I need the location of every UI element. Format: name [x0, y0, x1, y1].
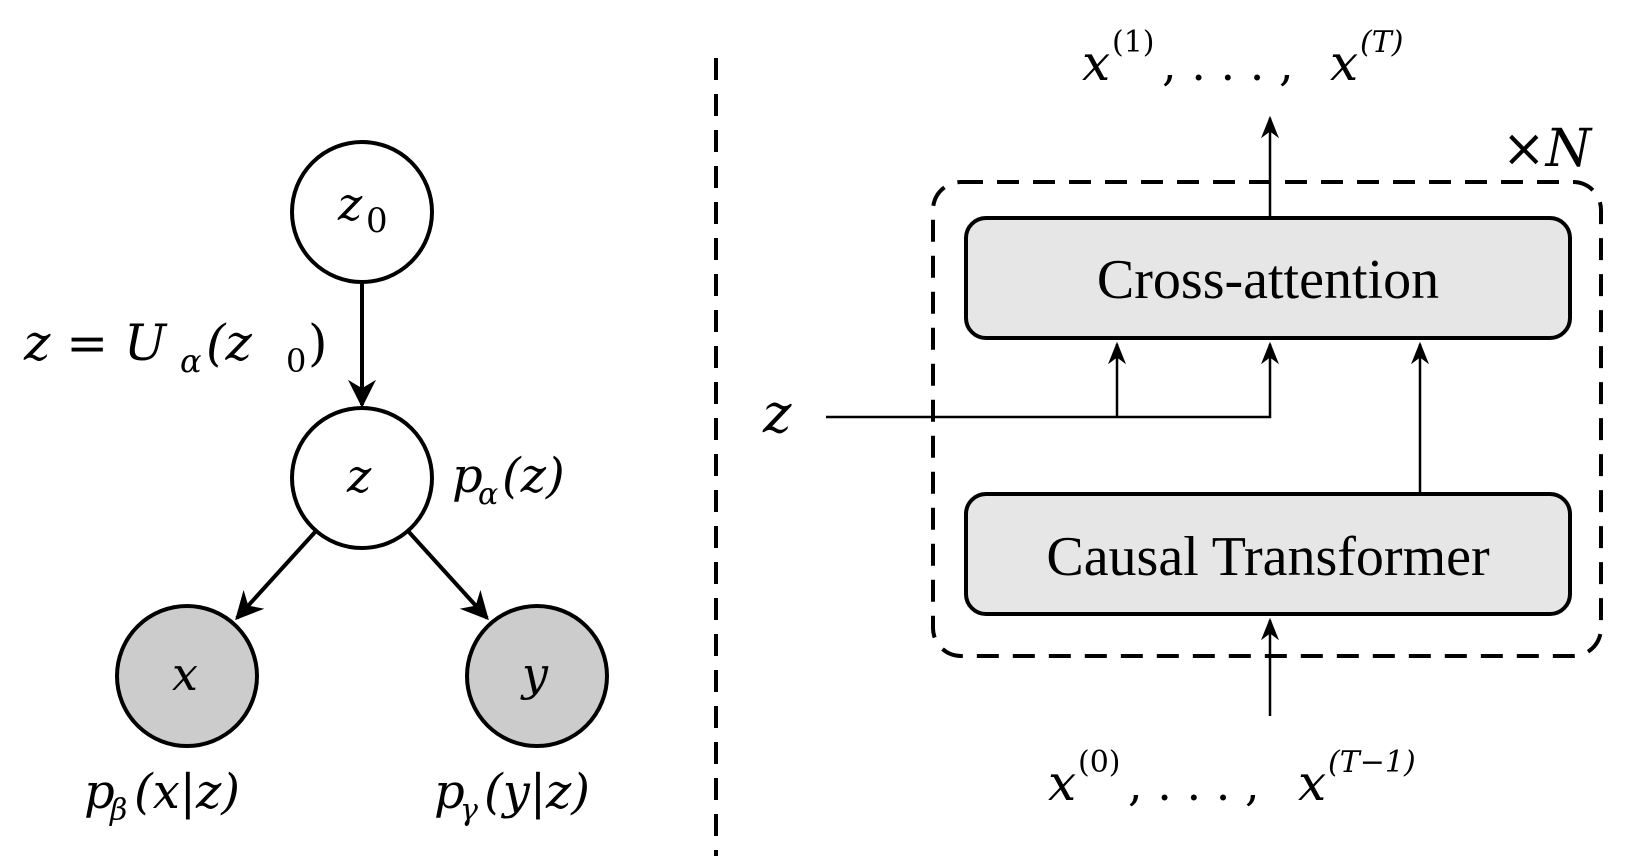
node-x: x [115, 604, 259, 748]
edge-z-to-y [406, 529, 489, 621]
edge-z-to-x [235, 529, 318, 621]
prior-label-sub: α [478, 477, 498, 512]
y-label-p: p [434, 764, 465, 820]
x-label-arg: (x|z) [134, 764, 240, 820]
repeat-label: ×N [1502, 119, 1593, 179]
x-likelihood-label: p β (x|z) [84, 764, 240, 828]
y-label-arg: (y|z) [484, 764, 590, 820]
input-supT: (T−1) [1328, 745, 1416, 780]
output-sequence-label: x (1) , . . . , x (T) [1082, 25, 1403, 92]
edge-label-sub: α [180, 342, 202, 380]
output-sup1: (1) [1112, 25, 1155, 60]
input-sup0: (0) [1078, 745, 1121, 780]
node-z: z [290, 406, 434, 550]
repeat-block [931, 180, 1603, 658]
prior-label-p: p [452, 448, 483, 504]
node-y-label: y [520, 647, 549, 701]
node-y: y [465, 604, 609, 748]
output-xT: x [1330, 34, 1358, 92]
output-dots: , . . . , [1162, 37, 1294, 91]
y-likelihood-label: p γ (y|z) [434, 764, 590, 828]
y-label-sub: γ [460, 793, 478, 828]
input-sequence-label: x (0) , . . . , x (T−1) [1048, 745, 1416, 812]
z-input-label: z [762, 382, 792, 445]
model-architecture: x (1) , . . . , x (T) ×N Cross-attention… [762, 25, 1603, 812]
edge-label-lhs: z = U [23, 314, 168, 372]
node-z-label: z [346, 449, 372, 503]
cross-attention-label: Cross-attention [1097, 249, 1439, 311]
node-z0: z 0 [290, 140, 434, 284]
x-label-p: p [84, 764, 115, 820]
node-x-label: x [172, 647, 198, 701]
input-dots: , . . . , [1128, 757, 1260, 811]
prior-label-arg: (z) [502, 448, 565, 504]
x-label-sub: β [109, 793, 127, 828]
output-supT: (T) [1360, 25, 1403, 60]
cross-attention-block: Cross-attention [964, 216, 1572, 340]
causal-transformer-label: Causal Transformer [1046, 526, 1490, 588]
edge-label-args: (z [206, 314, 253, 372]
node-z0-label: z [337, 177, 363, 231]
input-x0: x [1048, 754, 1076, 812]
graphical-model: z 0 z = U α (z 0 ) z p α (z) [23, 140, 609, 828]
edge-label-transform: z = U α (z 0 ) [23, 314, 328, 380]
edge-label-close: ) [308, 314, 328, 372]
z-to-cross-attention-arrow-right [826, 341, 1279, 419]
output-x1: x [1082, 34, 1110, 92]
causal-transformer-block: Causal Transformer [964, 492, 1572, 616]
prior-label: p α (z) [452, 448, 565, 512]
node-z0-subscript: 0 [366, 201, 388, 241]
edge-label-args-sub: 0 [286, 342, 306, 380]
input-xT: x [1298, 754, 1326, 812]
